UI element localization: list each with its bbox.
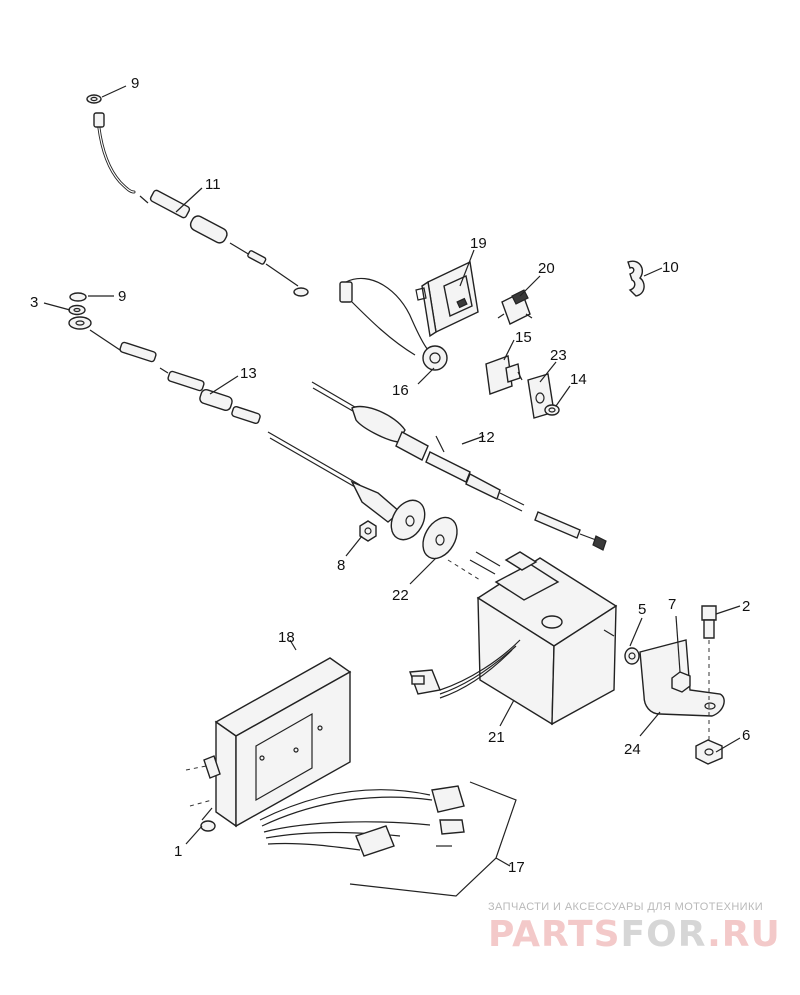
- watermark-logo-parts: PARTS: [488, 914, 621, 955]
- part-14-washer: [544, 404, 560, 416]
- watermark-logo: PARTSFOR.RU: [488, 914, 781, 955]
- callout-17: 17: [508, 859, 525, 876]
- part-17-harness: [259, 781, 517, 897]
- callout-20: 20: [538, 260, 555, 277]
- leader-lines: [43, 85, 741, 867]
- part-15-toggle: [485, 355, 523, 395]
- part-9-washer-top: [86, 94, 102, 104]
- part-22-gasket: [422, 516, 458, 560]
- watermark-tagline: ЗАПЧАСТИ И АКСЕССУАРЫ ДЛЯ МОТОТЕХНИКИ: [488, 901, 764, 913]
- part-11-cable: [93, 112, 309, 297]
- part-20-switch: [497, 289, 533, 325]
- callout-19: 19: [470, 235, 487, 252]
- watermark-logo-ru: .RU: [707, 914, 781, 955]
- callout-3: 3: [30, 294, 38, 311]
- callout-10: 10: [662, 259, 679, 276]
- callout-13: 13: [240, 365, 257, 382]
- part-19-switch: [415, 260, 479, 338]
- callout-12: 12: [478, 429, 495, 446]
- part-3-9-washers: [68, 292, 92, 330]
- callout-24: 24: [624, 741, 641, 758]
- callout-14: 14: [570, 371, 587, 388]
- part-10-clip: [627, 260, 645, 297]
- part-8-nut: [359, 520, 377, 542]
- callout-22: 22: [392, 587, 409, 604]
- part-6-nut: [695, 739, 723, 765]
- callout-9-left: 9: [118, 288, 126, 305]
- part-21-actuator: [469, 551, 618, 726]
- callout-23: 23: [550, 347, 567, 364]
- part-2-bolt: [701, 605, 717, 745]
- callout-16: 16: [392, 382, 409, 399]
- callout-21: 21: [488, 729, 505, 746]
- part-16-socket: [339, 277, 448, 371]
- part-12-cable: [311, 381, 607, 551]
- watermark-logo-for: FOR: [620, 914, 708, 955]
- part-1-screw: [200, 807, 216, 832]
- callout-6: 6: [742, 727, 750, 744]
- callout-11: 11: [205, 176, 221, 193]
- callout-5: 5: [638, 601, 646, 618]
- part-13-cable: [89, 329, 426, 541]
- part-18-module: [185, 657, 352, 828]
- callout-1: 1: [174, 843, 182, 860]
- callout-15: 15: [515, 329, 532, 346]
- part-5-washer: [624, 647, 640, 665]
- callout-labels: 9 11 3 9 13 12 19 20 10 15 16 23 14 8 22…: [30, 75, 750, 876]
- callout-9-top: 9: [131, 75, 139, 92]
- alignment-line: [447, 559, 481, 581]
- callout-8: 8: [337, 557, 345, 574]
- part-21-harness: [409, 639, 521, 699]
- callout-7: 7: [668, 596, 676, 613]
- callout-18: 18: [278, 629, 295, 646]
- callout-2: 2: [742, 598, 750, 615]
